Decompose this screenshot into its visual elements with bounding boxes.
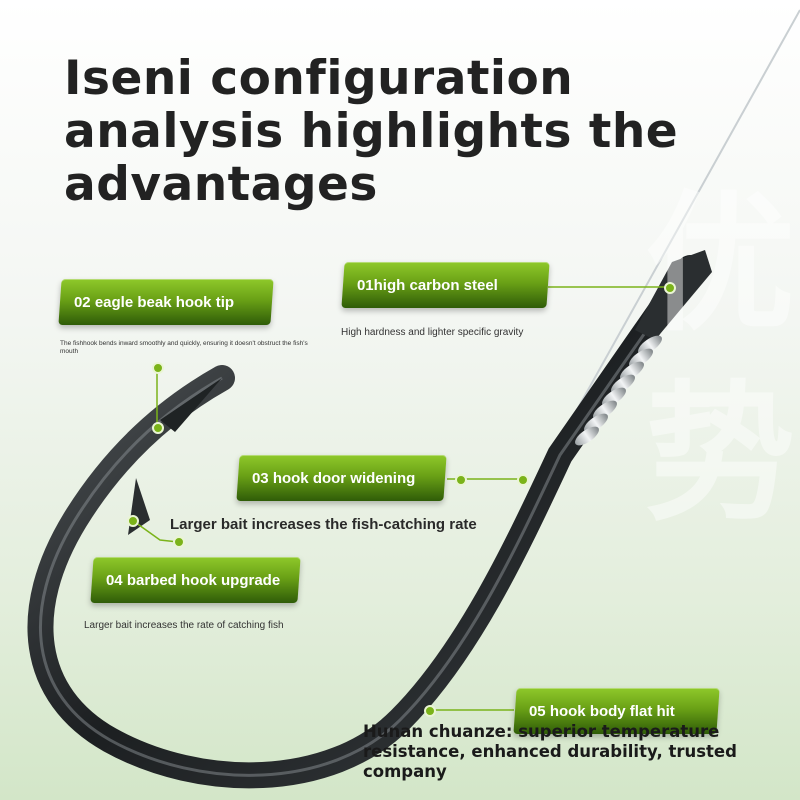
feature-desc-02: The fishhook bends inward smoothly and q… [60, 340, 308, 355]
marker-dot-01 [664, 282, 676, 294]
page-title: Iseni configuration analysis highlights … [64, 51, 679, 212]
company-statement: Hunan chuanze: superior temperature resi… [363, 722, 737, 781]
marker-dot-04b [173, 536, 185, 548]
marker-dot-02b [152, 422, 164, 434]
feature-label-02: 02 eagle beak hook tip [58, 279, 274, 325]
feature-label-03: 03 hook door widening [236, 455, 447, 501]
feature-label-04: 04 barbed hook upgrade [90, 557, 301, 603]
marker-dot-05 [424, 705, 436, 717]
feature-desc-04: Larger bait increases the rate of catchi… [84, 620, 284, 631]
hook-point [160, 378, 222, 432]
feature-desc-03: Larger bait increases the fish-catching … [170, 516, 477, 533]
feature-desc-01: High hardness and lighter specific gravi… [341, 327, 524, 338]
marker-dot-02 [152, 362, 164, 374]
watermark-glyphs: 优势 [644, 178, 795, 542]
hook-eye [635, 250, 712, 340]
marker-dot-03b [455, 474, 467, 486]
marker-dot-04 [127, 515, 139, 527]
line-wrap-coil [575, 335, 662, 446]
feature-label-01: 01high carbon steel [341, 262, 550, 308]
marker-dot-03 [517, 474, 529, 486]
